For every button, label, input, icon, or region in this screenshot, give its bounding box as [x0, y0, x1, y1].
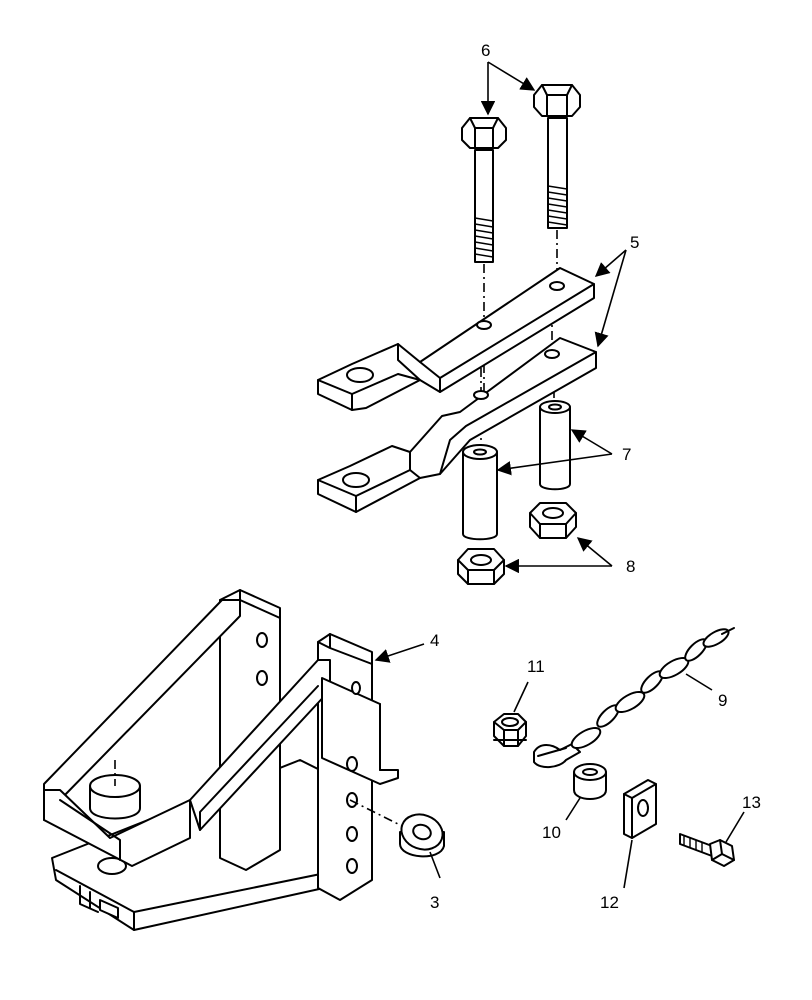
chain — [533, 627, 735, 768]
callout-7: 7 — [622, 445, 631, 464]
callout-8: 8 — [626, 557, 635, 576]
bushing — [349, 799, 445, 858]
callout-10: 10 — [542, 823, 561, 842]
leader-lines — [374, 61, 745, 889]
hitch-bracket — [43, 589, 399, 931]
callout-6: 6 — [481, 41, 490, 60]
callout-4: 4 — [430, 631, 439, 650]
callout-5: 5 — [630, 233, 639, 252]
callout-9: 9 — [718, 691, 727, 710]
nut-right — [529, 502, 577, 539]
callout-11: 11 — [527, 657, 545, 676]
square-plate — [623, 779, 657, 839]
callout-12: 12 — [600, 893, 619, 912]
bolt-right — [533, 84, 581, 229]
small-spacer — [573, 763, 607, 800]
spacer-right — [539, 400, 571, 491]
flange-nut — [493, 713, 527, 747]
drawbar-lower — [317, 337, 597, 513]
spacer-left — [462, 444, 498, 541]
drawbar-upper — [317, 267, 595, 411]
callout-3: 3 — [430, 893, 439, 912]
callout-13: 13 — [742, 793, 761, 812]
bolt-left — [461, 117, 507, 263]
nut-left — [457, 548, 505, 585]
cap-screw — [679, 833, 735, 867]
